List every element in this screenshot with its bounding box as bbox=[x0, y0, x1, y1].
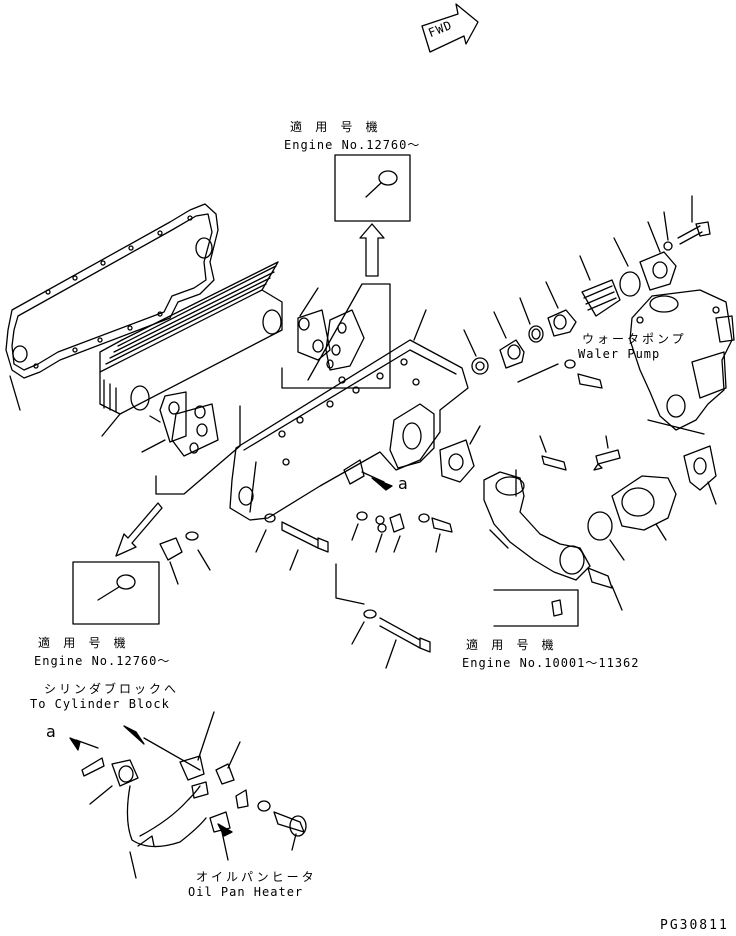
engine-number-label-1: Engine No.12760～ bbox=[284, 138, 421, 152]
detail-box-top bbox=[334, 154, 411, 277]
applicable-label-jp-2: 適 用 号 機 bbox=[38, 636, 129, 650]
water-pipe bbox=[483, 469, 623, 611]
gasket-group-left bbox=[155, 403, 241, 495]
pipe-gasket bbox=[439, 425, 481, 483]
cooler-gasket bbox=[5, 203, 219, 411]
thermostat-parts bbox=[463, 195, 711, 389]
oil-pan-heater-label-en: Oil Pan Heater bbox=[188, 885, 304, 899]
fwd-arrow bbox=[421, 3, 479, 53]
water-elbow bbox=[587, 475, 677, 561]
engine-number-label-2: Engine No.12760～ bbox=[34, 654, 171, 668]
applicable-label-jp-1: 適 用 号 機 bbox=[290, 120, 381, 134]
water-pump bbox=[629, 289, 735, 435]
detail-box-bottom bbox=[493, 589, 579, 627]
cylinder-block-label-en: To Cylinder Block bbox=[30, 697, 170, 711]
cylinder-block-label-jp: シリンダブロックへ bbox=[44, 682, 180, 696]
detail-box-left bbox=[72, 502, 163, 625]
elbow-bolts bbox=[539, 435, 621, 471]
water-pump-label-en: Waler Pump bbox=[578, 347, 661, 361]
water-pump-label-jp: ウォータポンプ bbox=[582, 332, 687, 346]
applicable-label-jp-3: 適 用 号 機 bbox=[466, 638, 557, 652]
oil-cooler-cover bbox=[229, 309, 469, 521]
cover-bolts-washers bbox=[159, 511, 453, 669]
drawing-number: PG30811 bbox=[660, 918, 729, 933]
ref-letter-a-upper: a bbox=[398, 474, 409, 493]
water-pump-gasket bbox=[683, 445, 717, 505]
engine-number-label-3: Engine No.10001～11362 bbox=[462, 656, 640, 670]
oil-cooler-element bbox=[99, 261, 283, 437]
ref-letter-a-lower: a bbox=[46, 722, 57, 741]
gasket-group-top bbox=[281, 283, 391, 389]
heater-group bbox=[69, 711, 307, 879]
oil-pan-heater-label-jp: オイルパンヒータ bbox=[196, 870, 317, 884]
cooler-o-ring-gaskets bbox=[141, 287, 331, 453]
